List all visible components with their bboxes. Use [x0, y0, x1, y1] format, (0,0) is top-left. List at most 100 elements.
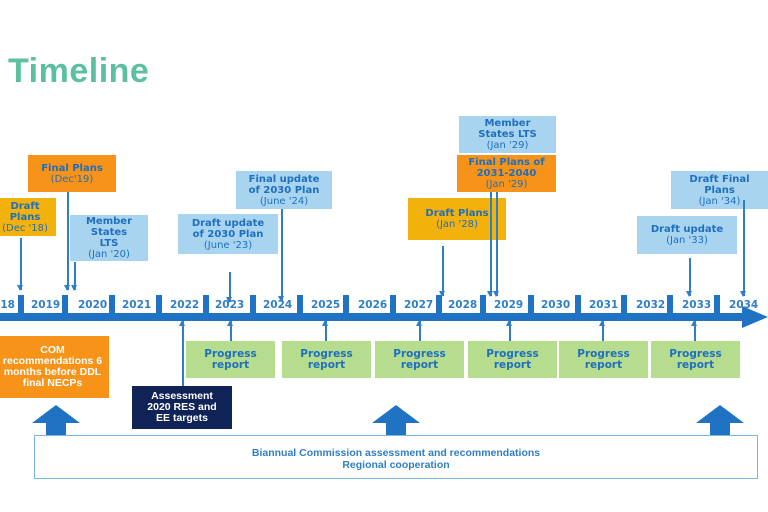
year-tick: [714, 295, 720, 315]
event-date: (June '23): [203, 239, 253, 251]
event-date: (Jan '20): [88, 249, 130, 260]
year-tick: [18, 295, 24, 315]
year-label: -18: [0, 299, 15, 311]
event-date: (Jan '29): [486, 140, 529, 151]
progress-report: Progress report: [468, 341, 557, 378]
progress-report: Progress report: [651, 341, 740, 378]
connector: [599, 320, 605, 341]
year-label: 2033: [682, 299, 712, 311]
progress-report-label: Progress report: [669, 347, 722, 371]
progress-report-label: Progress report: [486, 347, 539, 371]
biannual-assessment-box: Biannual Commission assessment and recom…: [34, 435, 758, 479]
progress-report-label: Progress report: [577, 347, 630, 371]
event-member-states-lts-2029: Member States LTS (Jan '29): [459, 116, 556, 153]
timeline-axis: [0, 313, 752, 321]
event-draft-update-2030-plan: Draft update of 2030 Plan (June '23): [178, 214, 278, 254]
year-tick: [156, 295, 162, 315]
event-title: Member States LTS: [478, 118, 537, 140]
event-final-plans-2031-2040: Final Plans of 2031-2040 (Jan '29): [457, 155, 556, 192]
event-title: Draft update of 2030 Plan: [191, 217, 265, 240]
connector: [487, 192, 493, 297]
bottom-line-1: Biannual Commission assessment and recom…: [251, 447, 541, 459]
progress-report-label: Progress report: [300, 347, 353, 371]
event-member-states-lts-2020: Member States LTS (Jan '20): [70, 215, 148, 261]
progress-report: Progress report: [282, 341, 371, 378]
year-tick: [109, 295, 115, 315]
year-tick: [343, 295, 349, 315]
event-draft-update-2033: Draft update (Jan '33): [637, 216, 737, 254]
event-date: (Dec '18): [2, 222, 48, 234]
connector: [226, 272, 232, 303]
connector: [691, 320, 697, 341]
up-arrow-icon: [32, 405, 80, 435]
connector: [493, 192, 499, 297]
connector: [17, 238, 23, 291]
event-title: Final update of 2030 Plan: [248, 173, 320, 196]
year-label: 2025: [311, 299, 341, 311]
assessment-label: Assessment 2020 RES and EE targets: [147, 390, 217, 424]
year-label: 2028: [448, 299, 478, 311]
year-tick: [203, 295, 209, 315]
event-title: Draft Plans: [9, 200, 41, 223]
year-tick: [436, 295, 442, 315]
event-date: (Jan '29): [485, 179, 528, 190]
event-date: (Jan '28): [436, 219, 478, 230]
year-tick: [390, 295, 396, 315]
connector: [740, 200, 746, 297]
bottom-line-2: Regional cooperation: [342, 459, 450, 471]
connector: [278, 209, 284, 302]
com-recommendations-label: COM recommendations 6 months before DDL …: [2, 344, 103, 389]
event-final-plans-2019: Final Plans (Dec'19): [28, 155, 116, 192]
year-label: 2029: [494, 299, 524, 311]
year-label: 2026: [358, 299, 388, 311]
event-title: Draft Final Plans: [689, 173, 750, 196]
event-final-update-2030-plan: Final update of 2030 Plan (June '24): [236, 171, 332, 209]
event-title: Final Plans: [41, 162, 103, 174]
event-title: Draft update: [650, 224, 724, 235]
event-date: (Jan '33): [666, 235, 708, 246]
connector: [64, 192, 70, 291]
up-arrow-icon: [696, 405, 744, 435]
year-tick: [297, 295, 303, 315]
year-label: 2022: [170, 299, 200, 311]
progress-report: Progress report: [186, 341, 275, 378]
year-label: 2024: [263, 299, 293, 311]
connector: [439, 246, 445, 297]
progress-report: Progress report: [375, 341, 464, 378]
year-label: 2020: [78, 299, 108, 311]
year-label: 2030: [541, 299, 571, 311]
connector: [416, 320, 422, 341]
connector: [686, 258, 692, 297]
event-title: Member States LTS: [85, 216, 133, 249]
year-tick: [62, 295, 68, 315]
event-title: Draft Plans: [425, 208, 489, 219]
connector: [71, 262, 77, 291]
event-date: (Dec'19): [50, 173, 94, 185]
up-arrow-icon: [372, 405, 420, 435]
year-tick: [480, 295, 486, 315]
connector: [227, 320, 233, 341]
connector: [322, 320, 328, 341]
timeline-arrow-head: [742, 306, 768, 328]
progress-report: Progress report: [559, 341, 648, 378]
event-date: (Jan '34): [698, 195, 741, 207]
connector: [506, 320, 512, 341]
year-label: 2019: [31, 299, 61, 311]
year-tick: [528, 295, 534, 315]
event-draft-plans-2028: Draft Plans (Jan '28): [408, 198, 506, 240]
year-tick: [621, 295, 627, 315]
assessment-box: Assessment 2020 RES and EE targets: [132, 386, 232, 429]
connector: [179, 320, 185, 387]
page-title: Timeline: [8, 52, 150, 90]
com-recommendations-box: COM recommendations 6 months before DDL …: [0, 336, 109, 398]
event-draft-final-plans-2034: Draft Final Plans (Jan '34): [671, 171, 768, 209]
event-draft-plans-2018: Draft Plans (Dec '18): [0, 198, 56, 236]
year-label: 2027: [404, 299, 434, 311]
year-tick: [667, 295, 673, 315]
event-date: (June '24): [259, 195, 309, 207]
progress-report-label: Progress report: [393, 347, 446, 371]
year-label: 2021: [122, 299, 152, 311]
year-label: 2034: [729, 299, 759, 311]
year-label: 2023: [215, 299, 245, 311]
progress-report-label: Progress report: [204, 347, 257, 371]
